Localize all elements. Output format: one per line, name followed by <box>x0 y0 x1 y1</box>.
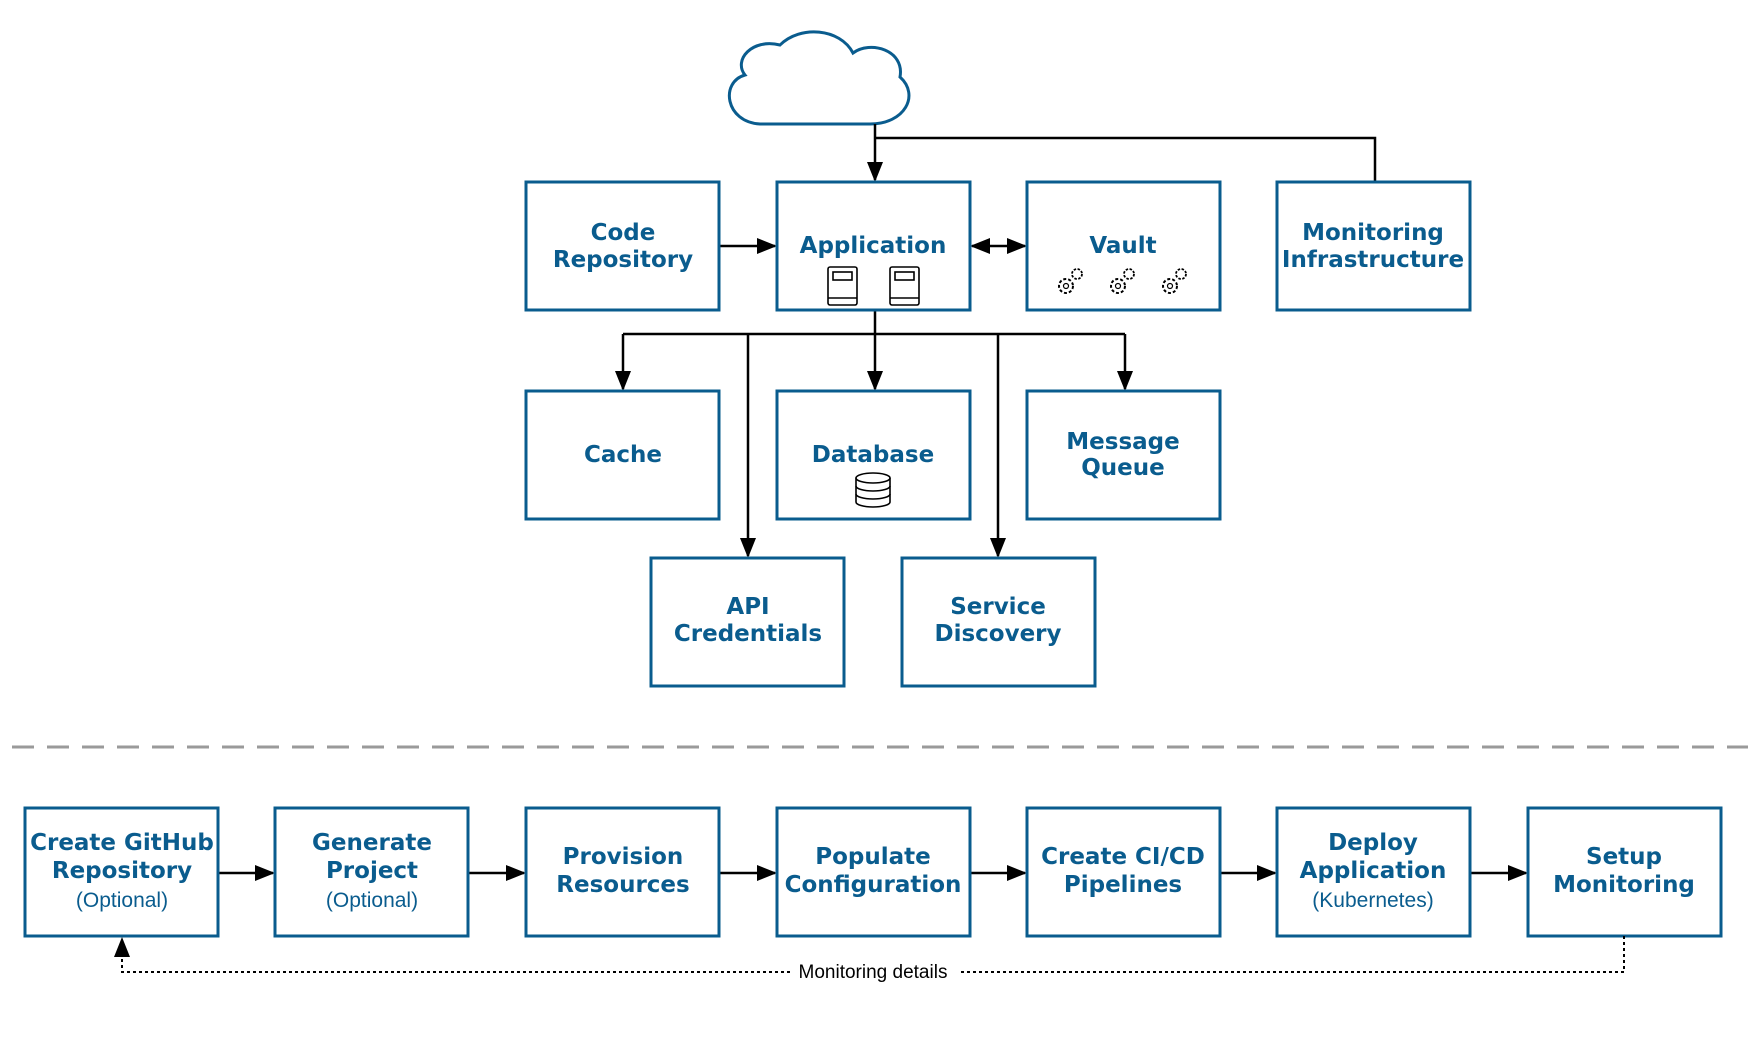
step-label-line2: Monitoring <box>1553 872 1695 898</box>
gears-icon <box>1162 268 1187 294</box>
edge-monitoring-to-cloud-link <box>875 136 1377 182</box>
server-icon <box>827 266 858 306</box>
node-label-line2: Infrastructure <box>1282 247 1464 273</box>
pipeline-step-setup-monitoring[interactable]: Setup Monitoring <box>1526 806 1723 938</box>
node-label: Cache <box>584 442 662 468</box>
step-label-line1: Setup <box>1586 844 1662 870</box>
server-icon <box>889 266 920 306</box>
step-label-line1: Generate <box>312 830 432 856</box>
node-application[interactable]: Application <box>775 180 972 312</box>
feedback-edge-label: Monitoring details <box>799 962 948 983</box>
node-label: Application <box>800 233 947 259</box>
node-label-line1: Service <box>950 594 1046 620</box>
step-label-line1: Create CI/CD <box>1041 844 1205 870</box>
node-label-line2: Repository <box>553 247 693 273</box>
step-label-line2: Configuration <box>785 872 962 898</box>
step-label-line1: Create GitHub <box>30 830 214 856</box>
pipeline-step-populate-configuration[interactable]: Populate Configuration <box>775 806 972 938</box>
node-label-line1: Code <box>591 220 656 246</box>
node-vault[interactable]: Vault <box>1025 180 1222 312</box>
architecture-edges <box>615 124 1377 558</box>
node-database[interactable]: Database <box>775 389 972 521</box>
step-sublabel: (Optional) <box>326 889 418 912</box>
pipeline-step-create-cicd-pipelines[interactable]: Create CI/CD Pipelines <box>1025 806 1222 938</box>
node-label-line2: Credentials <box>674 621 822 647</box>
node-monitoring-infrastructure[interactable]: Monitoring Infrastructure <box>1275 180 1472 312</box>
feedback-edge-monitoring-details: Monitoring details <box>114 936 1625 984</box>
node-label-line1: Monitoring <box>1302 220 1444 246</box>
pipeline-step-generate-project[interactable]: Generate Project (Optional) <box>273 806 470 938</box>
step-label-line2: Repository <box>52 858 192 884</box>
cloud-node <box>728 30 911 126</box>
node-code-repository[interactable]: Code Repository <box>524 180 721 312</box>
node-cache[interactable]: Cache <box>524 389 721 521</box>
node-label-line1: API <box>726 594 769 620</box>
step-label-line1: Provision <box>563 844 684 870</box>
cloud-icon <box>728 30 911 126</box>
pipeline-step-deploy-application[interactable]: Deploy Application (Kubernetes) <box>1275 806 1472 938</box>
node-label: Database <box>812 442 934 468</box>
gears-icon <box>1058 268 1083 294</box>
step-label-line2: Pipelines <box>1064 872 1182 898</box>
gears-icon <box>1110 268 1135 294</box>
step-label-line2: Application <box>1300 858 1447 884</box>
node-label-line2: Queue <box>1081 455 1165 481</box>
node-message-queue[interactable]: Message Queue <box>1025 389 1222 521</box>
node-service-discovery[interactable]: Service Discovery <box>900 556 1097 688</box>
step-sublabel: (Kubernetes) <box>1312 889 1433 912</box>
node-label-line2: Discovery <box>934 621 1061 647</box>
step-sublabel: (Optional) <box>76 889 168 912</box>
node-api-credentials[interactable]: API Credentials <box>649 556 846 688</box>
step-label-line1: Populate <box>815 844 931 870</box>
step-label-line2: Project <box>326 858 418 884</box>
step-label-line1: Deploy <box>1328 830 1418 856</box>
database-icon <box>855 472 891 508</box>
pipeline-step-provision-resources[interactable]: Provision Resources <box>524 806 721 938</box>
node-label: Vault <box>1089 233 1156 259</box>
step-label-line2: Resources <box>556 872 689 898</box>
pipeline-step-create-github-repository[interactable]: Create GitHub Repository (Optional) <box>23 806 220 938</box>
node-label-line1: Message <box>1066 429 1179 455</box>
